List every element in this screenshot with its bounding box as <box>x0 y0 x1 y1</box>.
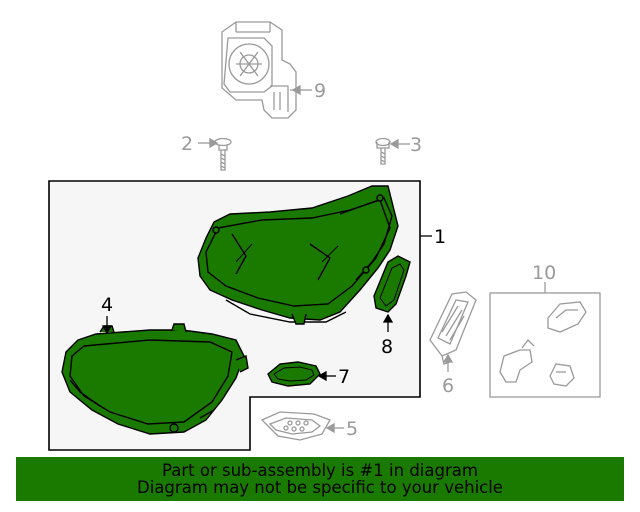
callout-10[interactable]: 10 <box>532 262 556 284</box>
callout-7-leader <box>317 370 336 382</box>
callout-7[interactable]: 7 <box>338 366 350 388</box>
callout-6[interactable]: 6 <box>442 375 454 397</box>
part-3-bolt[interactable] <box>375 137 391 165</box>
part-5-module[interactable] <box>260 411 331 441</box>
banner-line-1: Part or sub-assembly is #1 in diagram <box>162 461 478 480</box>
part-7-cover-inner <box>273 366 315 382</box>
callout-9[interactable]: 9 <box>314 80 326 102</box>
banner-line-2: Diagram may not be specific to your vehi… <box>137 478 503 497</box>
callout-2-leader <box>198 137 219 149</box>
callout-2[interactable]: 2 <box>181 133 193 155</box>
callout-3[interactable]: 3 <box>410 134 422 156</box>
callout-1[interactable]: 1 <box>434 226 446 248</box>
callout-4-leader <box>101 316 113 335</box>
part-8-cover-inner <box>379 263 405 307</box>
callout-8-leader <box>382 313 394 332</box>
callout-3-leader <box>389 138 410 150</box>
part-9-fan-unit[interactable] <box>221 21 298 119</box>
part-10-brackets[interactable] <box>499 301 587 387</box>
callout-4[interactable]: 4 <box>101 294 113 316</box>
callout-5-leader <box>325 422 344 434</box>
part-6-module[interactable] <box>429 291 477 365</box>
info-banner: Part or sub-assembly is #1 in diagram Di… <box>16 457 624 501</box>
callout-5[interactable]: 5 <box>346 418 358 440</box>
part-8-cover[interactable] <box>373 255 411 313</box>
callout-9-leader <box>291 84 312 96</box>
headlamp-assembly-upper[interactable] <box>197 185 399 325</box>
callout-6-leader <box>442 353 454 372</box>
headlamp-housing-lower[interactable] <box>61 323 249 435</box>
callout-8[interactable]: 8 <box>381 336 393 358</box>
